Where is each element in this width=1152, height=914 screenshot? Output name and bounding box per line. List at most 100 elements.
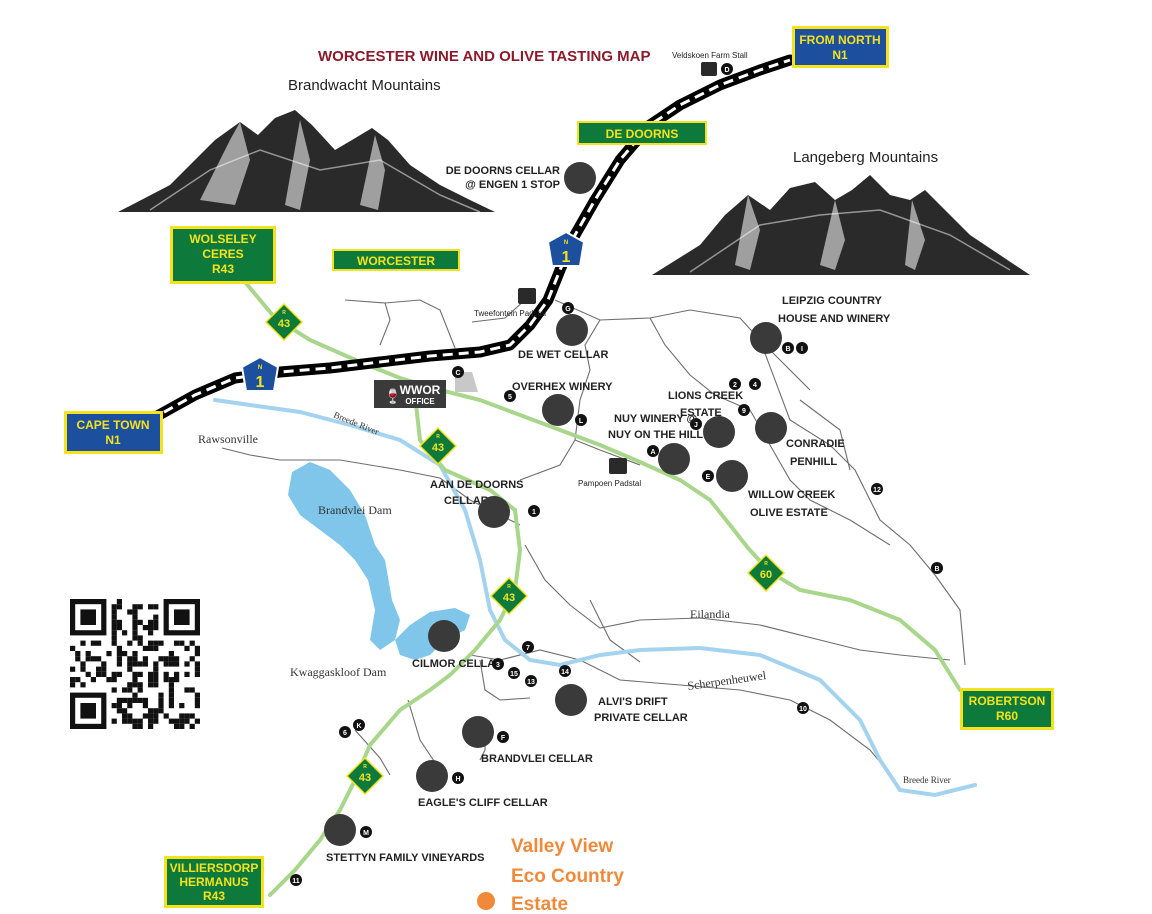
svg-text:Eco Country: Eco Country: [511, 866, 624, 887]
qr-module: [179, 718, 185, 724]
barrel-icon: [416, 760, 448, 792]
qr-module: [153, 640, 159, 646]
qr-module: [111, 635, 117, 641]
marker-6: 6: [339, 726, 351, 738]
qr-module: [85, 651, 91, 657]
n1-highway-center: [149, 58, 791, 422]
qr-module: [194, 666, 200, 672]
qr-module: [148, 713, 154, 719]
marker-k: K: [353, 719, 365, 731]
svg-text:G: G: [565, 306, 571, 313]
qr-module: [148, 625, 154, 631]
svg-text:R: R: [507, 584, 511, 590]
qr-module: [153, 619, 159, 625]
qr-module: [80, 682, 86, 688]
qr-module: [174, 671, 180, 677]
qr-module: [127, 687, 133, 693]
qr-module: [189, 640, 195, 646]
qr-module: [174, 718, 180, 724]
svg-text:HERMANUS: HERMANUS: [179, 875, 248, 889]
barrel-icon: [556, 314, 588, 346]
svg-text:@ ENGEN 1 STOP: @ ENGEN 1 STOP: [465, 179, 560, 191]
qr-module: [153, 708, 159, 714]
de-doorns-sign: DE DOORNS: [577, 121, 707, 145]
svg-text:PENHILL: PENHILL: [790, 456, 837, 468]
qr-module: [148, 619, 154, 625]
qr-module: [158, 656, 164, 662]
marker-13: 13: [525, 675, 537, 687]
qr-module: [101, 671, 107, 677]
svg-text:LIONS CREEK: LIONS CREEK: [668, 390, 743, 402]
qr-module: [80, 661, 86, 667]
qr-module: [184, 671, 190, 677]
n1-shield-top: N 1: [546, 230, 586, 267]
qr-module: [137, 723, 143, 729]
qr-module: [111, 703, 117, 709]
svg-text:CERES: CERES: [202, 247, 243, 261]
svg-text:B: B: [934, 566, 939, 573]
qr-module: [132, 609, 138, 615]
langeberg-mountains-illustration: [652, 175, 1030, 275]
qr-module: [106, 651, 112, 657]
qr-module: [70, 682, 76, 688]
qr-module: [142, 656, 148, 662]
svg-text:WILLOW CREEK: WILLOW CREEK: [748, 489, 835, 501]
svg-text:7: 7: [526, 645, 530, 652]
qr-module: [132, 656, 138, 662]
qr-module: [101, 666, 107, 672]
qr-module: [148, 677, 154, 683]
svg-text:WORCESTER: WORCESTER: [357, 254, 435, 268]
qr-module: [184, 661, 190, 667]
qr-module: [127, 713, 133, 719]
qr-module: [158, 708, 164, 714]
leipzig-winery: LEIPZIG COUNTRY HOUSE AND WINERY B I: [750, 295, 891, 354]
qr-module: [132, 604, 138, 610]
svg-text:M: M: [363, 830, 369, 837]
qr-module: [184, 718, 190, 724]
svg-text:Estate: Estate: [511, 894, 568, 914]
svg-text:5: 5: [508, 394, 512, 401]
qr-module: [137, 697, 143, 703]
qr-module: [111, 630, 117, 636]
qr-module: [148, 630, 154, 636]
qr-module: [163, 671, 169, 677]
qr-module: [122, 630, 128, 636]
qr-module: [189, 656, 195, 662]
svg-text:AAN DE DOORNS: AAN DE DOORNS: [430, 479, 524, 491]
aan-de-doorns-cellar: AAN DE DOORNS CELLAR: [430, 479, 524, 528]
qr-module: [70, 666, 76, 672]
qr-module: [127, 682, 133, 688]
svg-text:H: H: [455, 776, 460, 783]
qr-code[interactable]: [68, 597, 201, 730]
svg-text:N1: N1: [105, 433, 121, 447]
qr-module: [189, 713, 195, 719]
qr-module: [153, 625, 159, 631]
qr-module: [153, 671, 159, 677]
r43-shield-wolseley: R 43: [264, 302, 304, 342]
r43-shield-middle: R 43: [489, 576, 529, 616]
qr-module: [132, 723, 138, 729]
qr-module: [168, 677, 174, 683]
overhex-winery: OVERHEX WINERY L: [512, 381, 613, 426]
qr-module: [122, 708, 128, 714]
qr-module: [122, 687, 128, 693]
svg-text:OFFICE: OFFICE: [405, 397, 435, 406]
qr-module: [127, 640, 133, 646]
qr-module: [137, 619, 143, 625]
qr-module: [174, 661, 180, 667]
qr-module: [111, 671, 117, 677]
svg-text:60: 60: [760, 569, 772, 581]
marker-c: C: [452, 366, 464, 378]
qr-module: [116, 604, 122, 610]
qr-module: [116, 671, 122, 677]
svg-text:14: 14: [561, 669, 569, 676]
svg-text:R60: R60: [996, 709, 1018, 723]
qr-module: [80, 666, 86, 672]
qr-module: [153, 661, 159, 667]
barrel-icon: [462, 716, 494, 748]
svg-text:Pampoen Padstal: Pampoen Padstal: [578, 479, 641, 488]
qr-module: [158, 697, 164, 703]
qr-module: [158, 692, 164, 698]
qr-module: [127, 703, 133, 709]
qr-module: [132, 630, 138, 636]
